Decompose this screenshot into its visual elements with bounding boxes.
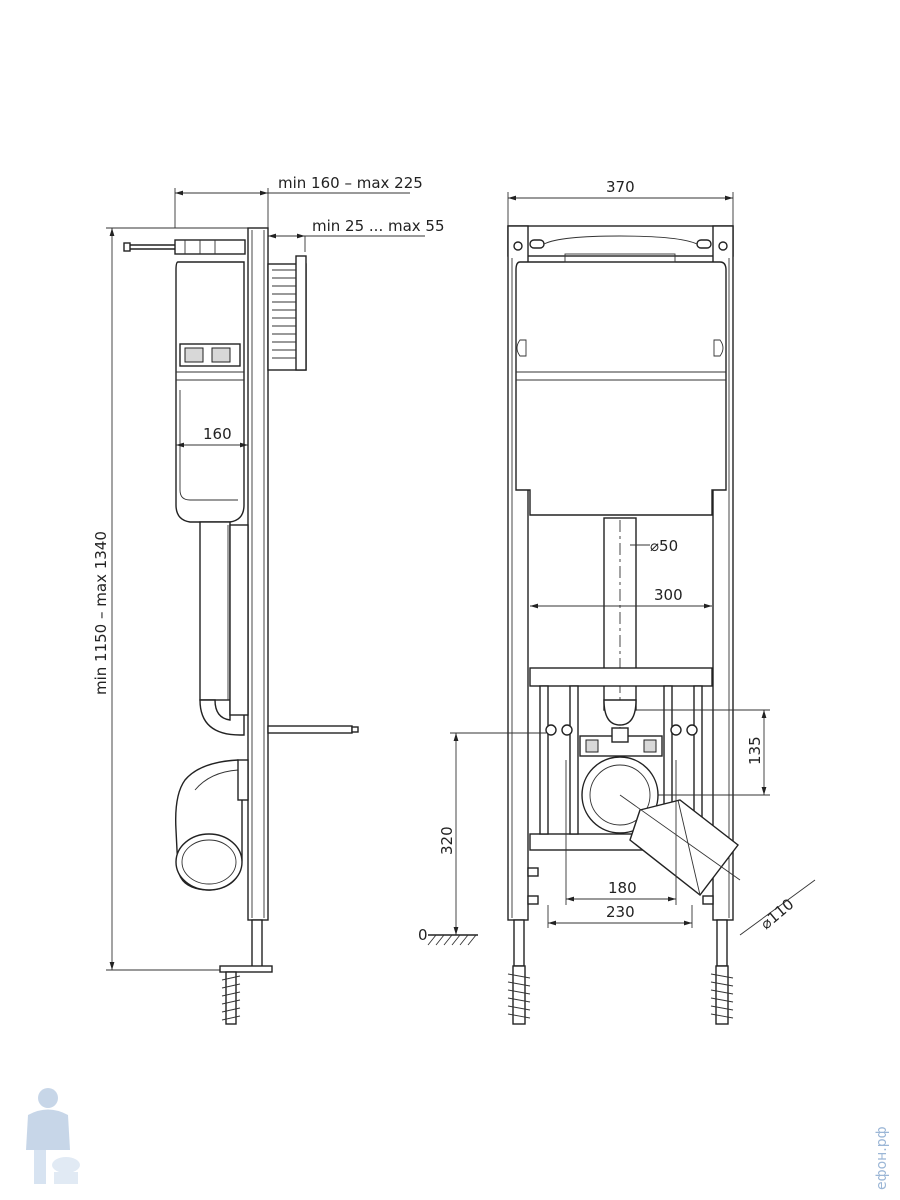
side-view: min 160 – max 225 min 25 ... max 55 min … (92, 174, 445, 1025)
side-height-label: min 1150 – max 1340 (92, 531, 110, 695)
front-bolt-spacing-dimensions: 180 230 (547, 760, 693, 928)
front-outlet-height-label: 320 (438, 826, 456, 855)
front-inner-width-label: 300 (654, 586, 683, 604)
side-depth-label: min 160 – max 225 (278, 174, 423, 192)
side-frame-post (247, 227, 269, 921)
side-downpipe (199, 521, 249, 736)
front-bolt-spacing-outer-label: 230 (606, 903, 635, 921)
front-pipe-diameter-label: ⌀50 (650, 537, 678, 555)
side-outlet-bend (175, 759, 249, 891)
front-bolt-height-label: 135 (746, 736, 764, 765)
diameter-icon: ⌀ (650, 537, 659, 555)
side-wall-label: min 25 ... max 55 (312, 217, 445, 235)
front-outlet-diameter-dimension: ⌀110 (739, 879, 816, 936)
front-bolt-height-dimension: 135 (620, 709, 770, 796)
side-wall-dimension: min 25 ... max 55 (268, 217, 445, 252)
front-width-dimension: 370 (507, 178, 734, 228)
front-outlet-bend (581, 756, 741, 896)
side-tank-depth-label: 160 (203, 425, 232, 443)
front-outlet-diameter-label: ⌀110 (757, 895, 797, 933)
front-floor-level: 0 (418, 926, 478, 946)
floor-level-label: 0 (418, 926, 428, 944)
front-feet (507, 919, 734, 1025)
front-inner-width-dimension: 300 (530, 586, 712, 609)
plumber-mascot-icon (26, 1088, 80, 1184)
watermark-site: ефон.рф (874, 1126, 890, 1190)
front-side-bolts (527, 867, 714, 905)
side-bolt-rod (267, 725, 359, 734)
front-width-label: 370 (606, 178, 635, 196)
side-foot (219, 919, 273, 1025)
side-depth-dimension: min 160 – max 225 (174, 174, 423, 228)
front-view: 370 ⌀5 (418, 178, 816, 1025)
side-flush-plate (267, 255, 307, 371)
side-top-anchor (123, 239, 246, 255)
front-cistern (515, 253, 727, 516)
side-height-dimension: min 1150 – max 1340 (92, 227, 248, 971)
front-outlet-height-dimension: 320 (438, 732, 546, 935)
front-bolt-spacing-inner-label: 180 (608, 879, 637, 897)
side-cistern: 160 (175, 261, 248, 523)
